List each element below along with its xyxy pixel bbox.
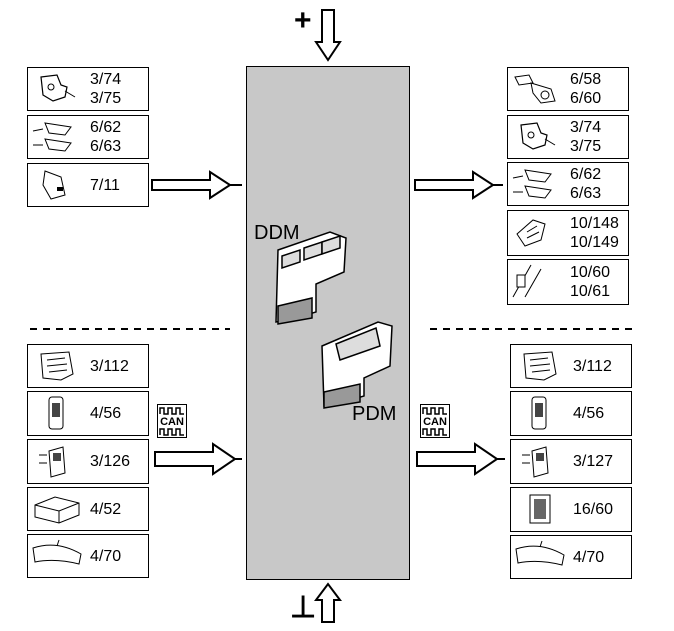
component-code: 10/148 (570, 215, 619, 232)
component-box: 10/60 10/61 (507, 259, 629, 305)
speaker-icon (529, 494, 551, 524)
remote-key-icon (531, 396, 547, 430)
component-code: 4/56 (573, 405, 605, 422)
door-lock-icon (520, 122, 556, 150)
component-box: 3/126 (27, 439, 149, 484)
component-box: 4/56 (510, 391, 632, 436)
can-label: CAN (423, 416, 447, 428)
pulse-bottom-icon (159, 428, 184, 436)
component-code: 3/127 (573, 453, 614, 470)
switch-panel-icon (39, 446, 66, 478)
component-code: 4/56 (90, 405, 122, 422)
power-symbol: + (294, 4, 312, 37)
window-motor-icon (514, 74, 556, 104)
pulse-bottom-icon (422, 428, 447, 436)
switch-panel-icon (522, 446, 549, 478)
sensor-unit-icon (34, 496, 80, 524)
component-box: 3/74 3/75 (507, 115, 629, 159)
component-code: 4/70 (90, 547, 122, 565)
can-bus-icon: CAN (420, 404, 450, 438)
component-code: 6/62 (570, 166, 602, 183)
component-code: 3/74 (570, 119, 602, 136)
ddm-label: DDM (254, 222, 300, 244)
component-code: 3/74 (90, 71, 122, 88)
component-code-secondary: 6/63 (90, 138, 122, 155)
ground-symbol: ⊥ (290, 591, 317, 624)
component-box: 4/52 (27, 487, 149, 531)
component-box: 7/11 (27, 163, 149, 207)
component-box: 6/62 6/63 (27, 115, 149, 159)
door-lock-icon (40, 74, 76, 102)
component-code: 6/58 (570, 71, 602, 88)
door-light-icon (512, 264, 542, 298)
component-code: 7/11 (90, 176, 120, 194)
rear-view-mirror-icon (32, 539, 82, 565)
component-box: 16/60 (510, 487, 632, 532)
component-box: 3/112 (27, 344, 149, 388)
component-code-secondary: 6/60 (570, 90, 602, 107)
can-bus-icon: CAN (157, 404, 187, 438)
component-box: 3/74 3/75 (27, 67, 149, 111)
component-box: 3/112 (510, 344, 632, 388)
rear-view-mirror-icon (515, 540, 565, 566)
mirror-motor-icon (32, 122, 72, 152)
component-box: 4/56 (27, 391, 149, 436)
component-box: 3/127 (510, 439, 632, 484)
pulse-top-icon (159, 407, 184, 415)
component-box: 4/70 (510, 535, 632, 579)
component-box: 10/148 10/149 (507, 210, 629, 256)
component-code: 3/112 (573, 357, 612, 375)
pulse-top-icon (422, 407, 447, 415)
control-module-icon (40, 351, 74, 381)
mirror-icon (42, 170, 66, 200)
can-label: CAN (160, 416, 184, 428)
component-code: 6/62 (90, 119, 122, 136)
ddm-module-icon (275, 231, 347, 325)
component-box: 4/70 (27, 534, 149, 578)
component-code: 4/52 (90, 500, 122, 518)
component-code-secondary: 3/75 (90, 90, 122, 107)
component-code: 10/60 (570, 264, 611, 281)
component-box: 6/58 6/60 (507, 67, 629, 111)
component-code-secondary: 10/149 (570, 234, 619, 251)
pdm-module-icon (321, 321, 393, 409)
component-code: 4/70 (573, 548, 605, 566)
component-code-secondary: 3/75 (570, 138, 602, 155)
mirror-motor-icon (512, 169, 552, 199)
component-code: 16/60 (573, 501, 614, 518)
control-module-icon (523, 351, 557, 381)
component-code-secondary: 10/61 (570, 283, 611, 300)
component-code: 3/126 (90, 453, 131, 470)
mirror-heater-icon (516, 219, 546, 247)
pdm-label: PDM (352, 403, 397, 425)
component-box: 6/62 6/63 (507, 162, 629, 206)
remote-key-icon (48, 396, 64, 430)
component-code-secondary: 6/63 (570, 185, 602, 202)
component-code: 3/112 (90, 357, 129, 375)
